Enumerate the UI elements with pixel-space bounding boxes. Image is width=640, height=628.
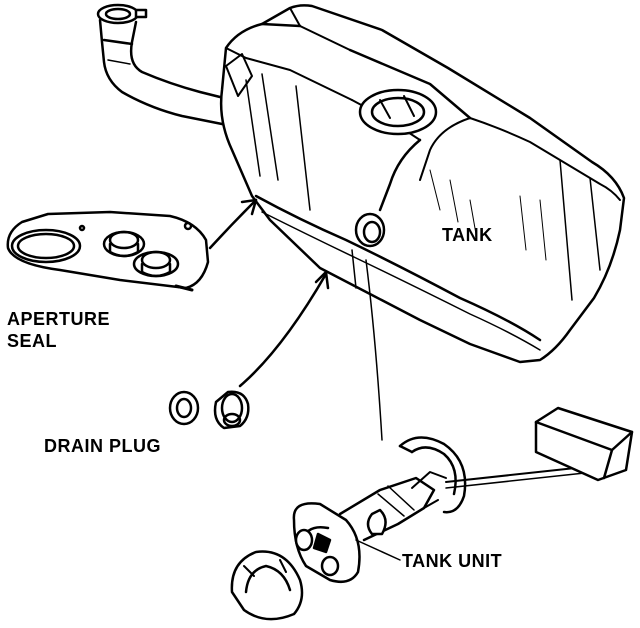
label-tank: TANK: [442, 225, 493, 245]
fuel-tank: [221, 5, 624, 362]
label-drain-plug: DRAIN PLUG: [44, 436, 161, 456]
label-aperture-seal-line2: SEAL: [7, 331, 58, 351]
drain-plug: [170, 250, 356, 428]
aperture-seal: [8, 200, 256, 290]
label-aperture-seal: APERTURE SEAL: [7, 308, 110, 352]
label-tank-unit: TANK UNIT: [402, 551, 503, 571]
filler-neck: [98, 5, 232, 126]
label-aperture-seal-line1: APERTURE: [7, 309, 111, 329]
tank-unit: [232, 260, 632, 619]
